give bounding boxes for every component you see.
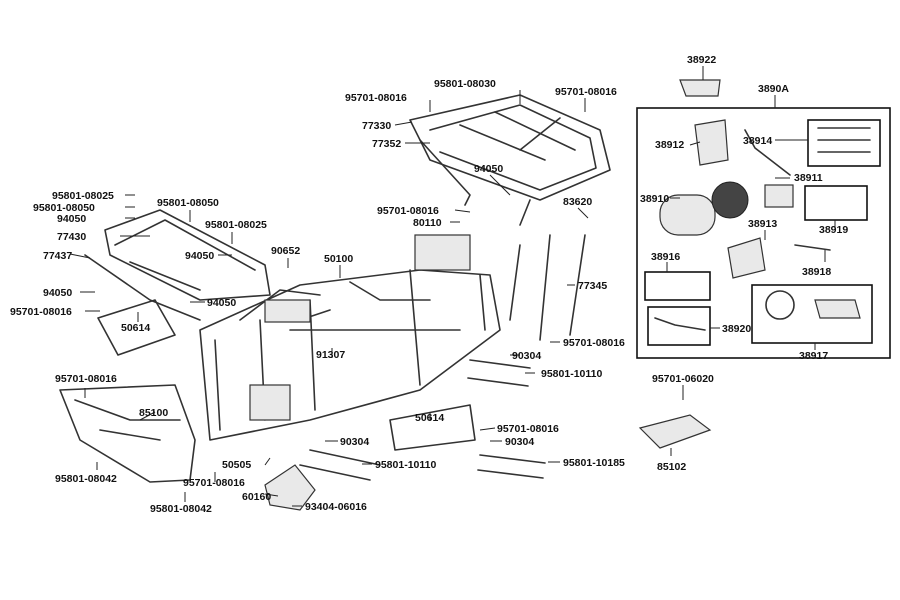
strap-box (647, 306, 711, 346)
callout-94050-lower: 94050 (207, 297, 236, 309)
callout-95801-10110-upper: 95801-10110 (541, 368, 602, 380)
callout-77437: 77437 (43, 250, 72, 262)
front-rack (84, 209, 271, 321)
callout-95801-10185: 95801-10185 (563, 457, 625, 469)
callout-77345: 77345 (578, 280, 607, 292)
callout-95701-08016-rear-stay: 95701-08016 (563, 337, 625, 349)
hook-set-box (751, 284, 873, 344)
callout-labels: 38922 3890A 95801-08030 95701-08016 9570… (10, 54, 848, 515)
callout-38920: 38920 (722, 323, 751, 335)
skid-plate (264, 464, 316, 511)
callout-85102: 85102 (657, 461, 686, 473)
callout-90652: 90652 (271, 245, 300, 257)
callout-38917: 38917 (799, 350, 828, 362)
callout-95701-08016-bumper: 95701-08016 (55, 373, 117, 385)
callout-95701-08016-rack-right: 95701-08016 (555, 86, 617, 98)
winch-kit-box (636, 107, 891, 359)
callout-93404-06016: 93404-06016 (305, 501, 367, 513)
callout-38916: 38916 (651, 251, 680, 263)
fastener-set-box (644, 271, 711, 301)
callout-38922: 38922 (687, 54, 716, 66)
callout-95801-08050-center: 95801-08050 (157, 197, 219, 209)
callout-50614-rear: 50614 (415, 412, 444, 424)
callout-94050-rack: 94050 (474, 163, 503, 175)
callout-95701-08016-footrest: 95701-08016 (497, 423, 559, 435)
callout-77330: 77330 (362, 120, 391, 132)
callout-3890A: 3890A (758, 83, 789, 95)
callout-90304-right: 90304 (505, 436, 534, 448)
callout-95701-08016-stay: 95701-08016 (377, 205, 439, 217)
callout-94050-bumper: 94050 (43, 287, 72, 299)
callout-95801-08025-center: 95801-08025 (205, 219, 267, 231)
callout-77430: 77430 (57, 231, 86, 243)
callout-95801-08025-left: 95801-08025 (52, 190, 114, 202)
callout-38914: 38914 (743, 135, 772, 147)
callout-38913: 38913 (748, 218, 777, 230)
callout-95701-08016-rack-left: 95701-08016 (345, 92, 407, 104)
callout-95801-08030: 95801-08030 (434, 78, 496, 90)
callout-95701-06020: 95701-06020 (652, 373, 714, 385)
rear-stays (509, 234, 586, 341)
callout-50614-front: 50614 (121, 322, 150, 334)
callout-60160: 60160 (242, 491, 271, 503)
callout-83620: 83620 (563, 196, 592, 208)
callout-77352: 77352 (372, 138, 401, 150)
callout-38918: 38918 (802, 266, 831, 278)
callout-90304-left: 90304 (340, 436, 369, 448)
footrest-bars (97, 299, 546, 481)
callout-38919: 38919 (819, 224, 848, 236)
winch-drawings (638, 79, 871, 449)
callout-85100: 85100 (139, 407, 168, 419)
winch-kit-outline (636, 107, 891, 359)
front-bumper (59, 384, 196, 483)
callout-80110: 80110 (413, 217, 442, 229)
callout-50100: 50100 (324, 253, 353, 265)
callout-94050-front-rack: 94050 (185, 250, 214, 262)
callout-38911: 38911 (794, 172, 823, 184)
hardware-set-box (804, 185, 868, 221)
rear-rack (409, 94, 611, 226)
main-frame (199, 234, 501, 441)
callout-95701-08016-left: 95701-08016 (10, 306, 72, 318)
callout-95701-08016-skid: 95701-08016 (183, 477, 245, 489)
callout-50505: 50505 (222, 459, 251, 471)
callout-91307: 91307 (316, 349, 345, 361)
callout-95801-08050-left: 95801-08050 (33, 202, 95, 214)
callout-94050-left: 94050 (57, 213, 86, 225)
callout-38910: 38910 (640, 193, 669, 205)
callout-95801-08042-bottom: 95801-08042 (150, 503, 212, 515)
cable-set-box (807, 119, 881, 167)
callout-95801-10110-lower: 95801-10110 (375, 459, 436, 471)
leader-lines (69, 66, 836, 507)
callout-95801-08042-left: 95801-08042 (55, 473, 117, 485)
callout-38912: 38912 (655, 139, 684, 151)
callout-90304-upper: 90304 (512, 350, 541, 362)
